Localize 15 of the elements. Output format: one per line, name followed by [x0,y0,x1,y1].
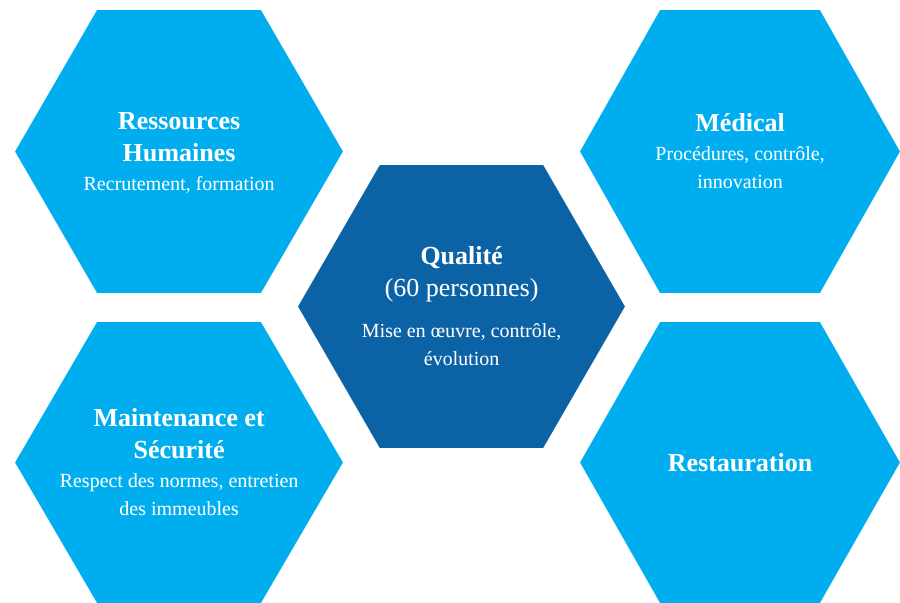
hexagon [15,10,343,293]
heading-text: Restauration [668,446,812,478]
body-text: Recrutement, formation [83,172,275,197]
subheading-text: (60 personnes) [384,272,538,303]
hexagon [580,10,900,293]
body-text: Procédures, contrôle, innovation [654,142,826,196]
hexagon [298,165,625,448]
heading-text: Maintenance et Sécurité [92,402,266,465]
heading-text: Qualité [420,240,503,272]
hexagon [15,322,343,603]
body-text: Respect des normes, entretien des immeubles [58,468,300,522]
heading-text: Médical [695,106,785,138]
heading-text: Ressources Humaines [116,105,242,168]
hexagon [580,322,900,603]
body-text: Mise en œuvre, contrôle, évolution [360,318,562,372]
